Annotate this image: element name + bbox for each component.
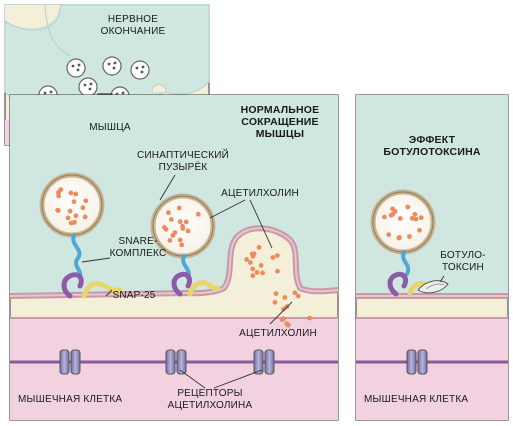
acetylcholine-dot	[195, 211, 201, 217]
acetylcholine-dot	[281, 306, 286, 312]
acetylcholine-dot	[405, 204, 411, 210]
botox-acetylcholine-molecules	[382, 204, 424, 241]
inset-muscle-label: МЫШЦА	[89, 122, 131, 133]
acetylcholine-dot	[292, 290, 298, 296]
acetylcholine-dot	[177, 237, 183, 243]
snare-complex-2	[171, 254, 221, 297]
acetylcholine-dot	[272, 299, 278, 305]
acetylcholine-dot	[177, 219, 183, 225]
acetylcholine-dot	[250, 273, 256, 279]
botox-leader-line	[439, 275, 445, 283]
acetylcholine-dot	[73, 213, 79, 219]
acetylcholine-dot	[56, 190, 61, 195]
acetylcholine-dot	[382, 214, 387, 220]
synaptic-vesicle-label: СИНАПТИЧЕСКИЙ ПУЗЫРЁК	[136, 150, 230, 173]
normal-muscle-cell-label: МЫШЕЧНАЯ КЛЕТКА	[18, 394, 123, 405]
acetylcholine-dot	[409, 215, 415, 221]
botox-panel-title: ЭФФЕКТ БОТУЛОТОКСИНА	[383, 134, 481, 158]
acetylcholine-dot	[412, 211, 418, 217]
acetylcholine-bottom-label: АЦЕТИЛХОЛИН	[239, 328, 317, 339]
acetylcholine-dot	[275, 268, 280, 274]
acetylcholine-dot	[67, 208, 73, 214]
vesicle-1	[39, 172, 105, 238]
acetylcholine-dot	[83, 198, 89, 204]
acetylcholine-dot	[82, 214, 88, 220]
snare-complex-label: SNARE- КОМПЛЕКС	[109, 236, 167, 259]
acetylcholine-dot	[270, 255, 276, 260]
acetylcholine-dot	[417, 227, 422, 233]
acetylcholine-dot	[260, 270, 265, 276]
acetylcholine-dot	[163, 226, 169, 232]
botox-acetylcholine-receptor	[406, 349, 428, 375]
acetylcholine-dot	[386, 232, 392, 238]
acetylcholine-receptor-3	[253, 349, 275, 375]
acetylcholine-dot	[295, 293, 301, 299]
normal-leader-lines	[81, 174, 293, 389]
acetylcholine-dot	[254, 270, 260, 275]
acetylcholine-dot	[282, 295, 288, 300]
acetylcholine-dot	[273, 291, 279, 296]
normal-panel-title: НОРМАЛЬНОЕ СОКРАЩЕНИЕ МЫШЦЫ	[240, 104, 320, 140]
acetylcholine-receptor-2	[165, 349, 187, 375]
acetylcholine-dot	[68, 190, 74, 196]
acetylcholine-dot	[244, 257, 250, 262]
acetylcholine-dot	[73, 191, 79, 197]
acetylcholine-dot	[179, 242, 185, 248]
acetylcholine-dot	[413, 216, 419, 222]
acetylcholine-dot	[167, 238, 173, 243]
acetylcholine-dot	[256, 244, 262, 250]
acetylcholine-dot	[418, 215, 424, 221]
acetylcholine-dot	[169, 217, 174, 222]
botox-vesicle	[370, 189, 436, 255]
acetylcholine-dot	[170, 233, 176, 238]
inset-nerve-label: НЕРВНОЕ ОКОНЧАНИЕ	[100, 14, 166, 37]
acetylcholine-dot	[56, 193, 61, 199]
acetylcholine-dot	[388, 212, 394, 218]
acetylcholine-dot	[258, 263, 264, 268]
acetylcholine-dot	[176, 205, 182, 211]
acetylcholine-dot	[250, 253, 256, 259]
inset-cleft-notch	[5, 5, 60, 28]
acetylcholine-top-label: АЦЕТИЛХОЛИН	[221, 188, 299, 199]
botulinum-toxin-label: БОТУЛО- ТОКСИН	[440, 250, 486, 273]
acetylcholine-dot	[248, 260, 253, 265]
acetylcholine-dot	[274, 253, 280, 258]
acetylcholine-dot	[180, 223, 185, 229]
snare-complex-1	[61, 233, 123, 299]
acetylcholine-dot	[55, 208, 61, 213]
acetylcholine-dot	[250, 266, 256, 272]
acetylcholine-dot	[285, 322, 291, 328]
acetylcholine-dot	[183, 219, 189, 225]
acetylcholine-dot	[397, 216, 403, 221]
acetylcholine-receptor-1	[59, 349, 81, 375]
acetylcholine-dot	[166, 210, 171, 216]
acetylcholine-dot	[397, 235, 402, 240]
acetylcholine-dot	[80, 205, 86, 211]
acetylcholine-dot	[407, 234, 412, 239]
botox-panel	[355, 94, 509, 421]
botox-snare-complex	[387, 250, 427, 297]
botox-muscle-cell	[356, 318, 508, 420]
normal-panel	[9, 94, 339, 421]
acetylcholine-dot	[65, 215, 71, 221]
acetylcholine-dot	[307, 315, 312, 321]
acetylcholine-dot	[71, 199, 77, 205]
acetylcholine-dot	[68, 220, 74, 226]
receptors-label: РЕЦЕПТОРЫ АЦЕТИЛХОЛИНА	[167, 388, 253, 411]
acetylcholine-dot	[281, 316, 286, 322]
botox-muscle-cell-label: МЫШЕЧНАЯ КЛЕТКА	[364, 394, 469, 405]
snap25-label: SNAP-25	[112, 290, 156, 301]
acetylcholine-dot	[185, 228, 191, 234]
